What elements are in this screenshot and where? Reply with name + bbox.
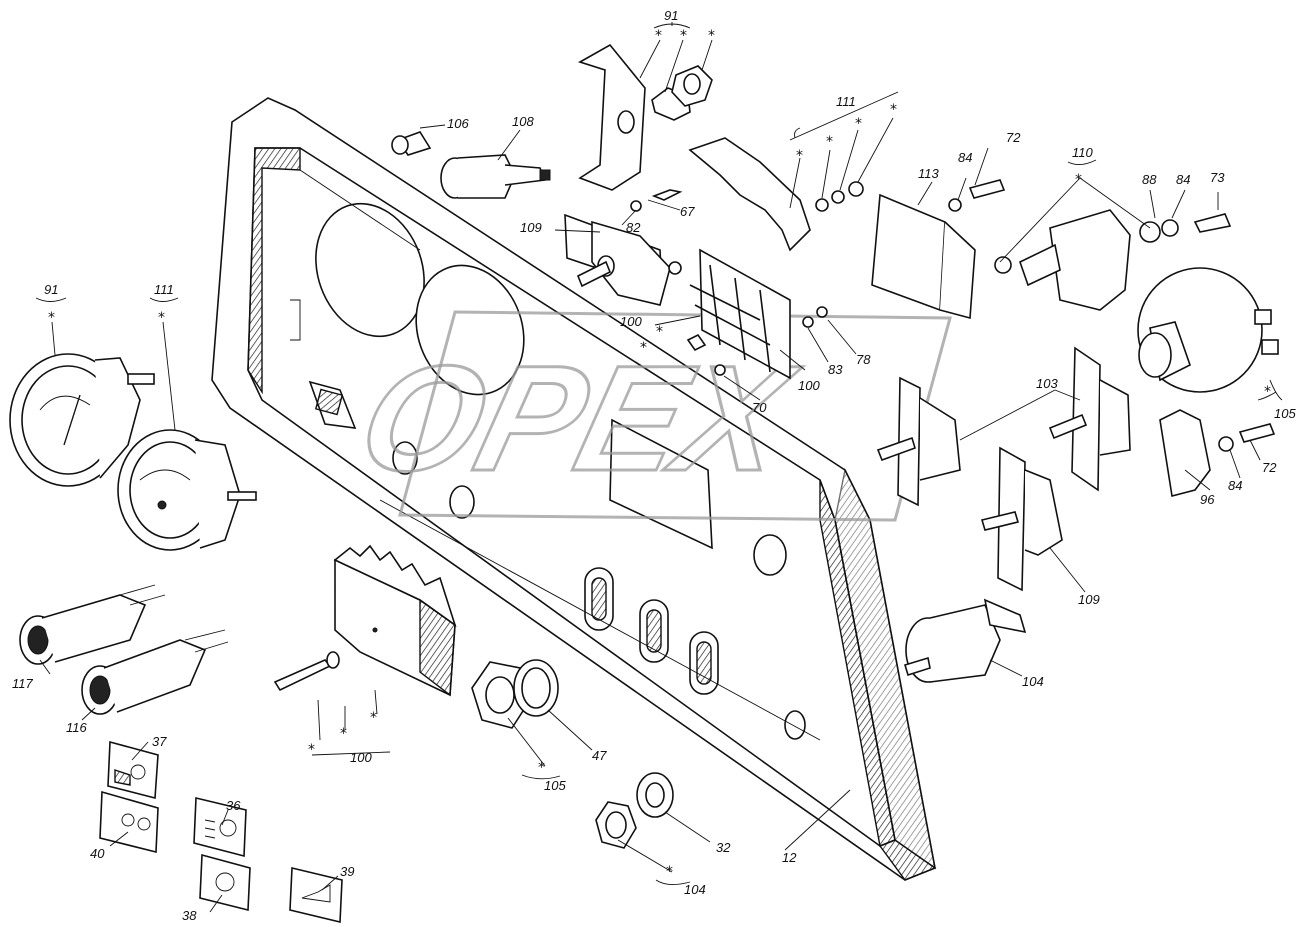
asterisk-mark: *: [680, 28, 687, 44]
callout-67: 67: [680, 204, 695, 219]
nut-104: [595, 801, 637, 849]
lamp-116: [81, 629, 229, 715]
gauge-91: [9, 353, 155, 487]
callout-91: 91: [664, 8, 678, 23]
plate-40: [99, 790, 159, 854]
asterisk-mark: *: [655, 28, 662, 44]
callout-117: 117: [12, 676, 33, 691]
callout-113: 113: [918, 166, 939, 181]
asterisk-mark: *: [656, 324, 663, 340]
terminal-block-100: [686, 248, 828, 380]
callout-105: 105: [544, 778, 566, 793]
callout-100: 100: [798, 378, 820, 393]
watermark: OPEX: [343, 310, 952, 522]
callout-40: 40: [90, 846, 105, 861]
asterisk-mark: *: [158, 310, 165, 326]
leader-lines: [35, 22, 1283, 913]
callout-109: 109: [520, 220, 542, 235]
callout-84: 84: [1176, 172, 1190, 187]
switch-103: [876, 346, 1131, 507]
callout-73: 73: [1210, 170, 1225, 185]
bracket-91: [578, 43, 713, 191]
callout-labels: 91 106 108 111 72 84 110 88 84 73 113 67…: [12, 8, 1296, 923]
callout-82: 82: [626, 220, 641, 235]
asterisk-marks: * * * * * * * * * * * * * * * * * *: [48, 28, 1271, 880]
asterisk-mark: *: [340, 726, 347, 742]
relay-113: [871, 179, 1006, 320]
asterisk-mark: *: [796, 148, 803, 164]
callout-72: 72: [1006, 130, 1021, 145]
callout-83: 83: [828, 362, 843, 377]
asterisk-mark: *: [1075, 172, 1082, 188]
plate-37: [107, 740, 159, 800]
asterisk-mark: *: [370, 710, 377, 726]
callout-72: 72: [1262, 460, 1277, 475]
callout-37: 37: [152, 734, 167, 749]
asterisk-mark: *: [826, 134, 833, 150]
callout-32: 32: [716, 840, 731, 855]
plate-38: [199, 853, 251, 912]
asterisk-mark: *: [48, 310, 55, 326]
watermark-text: OPEX: [345, 335, 812, 502]
callout-111: 111: [154, 282, 174, 297]
asterisk-mark: *: [640, 340, 647, 356]
callout-38: 38: [182, 908, 197, 923]
lamp-holder-108: [440, 154, 551, 199]
callout-84: 84: [1228, 478, 1242, 493]
plate-39: [289, 866, 343, 924]
callout-91: 91: [44, 282, 58, 297]
connector-block-100: [273, 544, 457, 741]
callout-39: 39: [340, 864, 354, 879]
lamp-117: [19, 584, 166, 665]
bracket-96: [1159, 409, 1276, 497]
callout-106: 106: [447, 116, 469, 131]
callout-12: 12: [782, 850, 797, 865]
callout-100: 100: [620, 314, 642, 329]
washer-32: [636, 772, 674, 818]
asterisk-mark: *: [890, 102, 897, 118]
switch-105: [1137, 267, 1279, 393]
bracket-111: [688, 137, 864, 252]
ring-47: [513, 659, 559, 717]
callout-96: 96: [1200, 492, 1215, 507]
callout-84: 84: [958, 150, 972, 165]
switch-109-top: [564, 189, 683, 306]
lamp-106: [391, 131, 432, 156]
callout-104: 104: [1022, 674, 1044, 689]
asterisk-mark: *: [855, 116, 862, 132]
asterisk-mark: *: [1264, 384, 1271, 400]
callout-116: 116: [66, 720, 87, 735]
asterisk-mark: *: [538, 760, 545, 776]
callout-100: 100: [350, 750, 372, 765]
callout-111: 111: [836, 94, 856, 109]
callout-36: 36: [226, 798, 241, 813]
instrument-panel-frame: [211, 97, 937, 881]
callout-109: 109: [1078, 592, 1100, 607]
callout-110: 110: [1072, 145, 1093, 160]
asterisk-mark: *: [708, 28, 715, 44]
switch-104: [904, 598, 1027, 683]
asterisk-mark: *: [308, 742, 315, 758]
asterisk-mark: *: [666, 864, 673, 880]
callout-88: 88: [1142, 172, 1157, 187]
callout-78: 78: [856, 352, 871, 367]
callout-108: 108: [512, 114, 534, 129]
relay-110: [994, 209, 1232, 311]
gauge-111: [117, 429, 257, 551]
callout-105: 105: [1274, 406, 1296, 421]
plate-36: [193, 796, 247, 858]
callout-104: 104: [684, 882, 706, 897]
switch-109-lower: [980, 446, 1063, 592]
callout-103: 103: [1036, 376, 1058, 391]
callout-70: 70: [752, 400, 767, 415]
callout-47: 47: [592, 748, 607, 763]
